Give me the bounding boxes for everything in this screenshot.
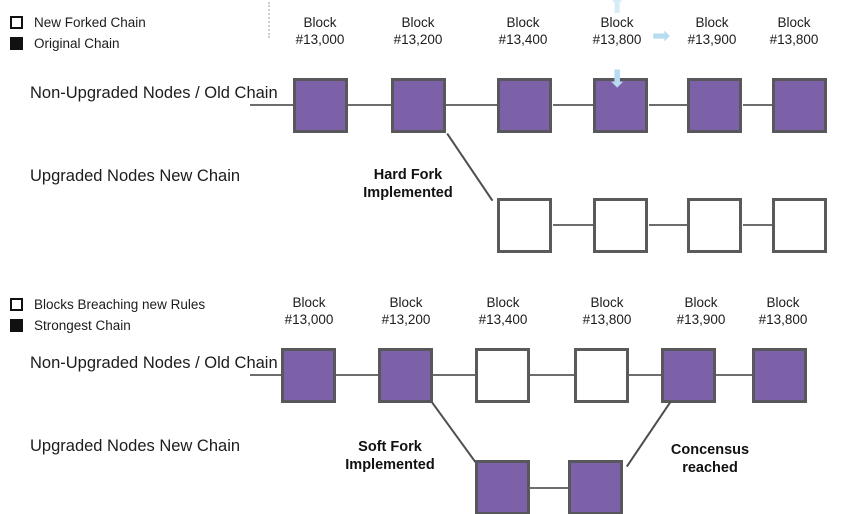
block-caption: Block #13,900 (687, 15, 737, 47)
connector (743, 104, 773, 106)
block-13000-old-softfork[interactable] (281, 348, 336, 403)
connector (716, 374, 752, 376)
row-label-non-upgraded-bottom: Non-Upgraded Nodes / Old Chain (30, 354, 278, 372)
block-13200-old-softfork[interactable] (378, 348, 433, 403)
hollow-square-icon (10, 298, 23, 311)
block-13400-breaching-softfork[interactable] (475, 348, 530, 403)
right-arrow-cursor: ➡ (652, 24, 671, 49)
connector (336, 374, 378, 376)
legend-label: Blocks Breaching new Rules (34, 297, 206, 312)
block-caption: Block #13,400 (478, 295, 528, 327)
block-13900-old-hardfork[interactable] (687, 78, 742, 133)
block-13800-old-hardfork[interactable] (593, 78, 648, 133)
block-13800b-old-hardfork[interactable] (772, 78, 827, 133)
block-caption: Block #13,000 (295, 15, 345, 47)
row-label-upgraded-bottom: Upgraded Nodes New Chain (30, 437, 241, 455)
legend-item-strongest-chain: Strongest Chain (10, 315, 205, 336)
legend-item-original-chain: Original Chain (10, 33, 146, 54)
block-caption: Block #13,800 (582, 295, 632, 327)
block-13800b-old-softfork[interactable] (752, 348, 807, 403)
block-caption: Block #13,200 (381, 295, 431, 327)
legend-label: Original Chain (34, 36, 120, 51)
soft-fork-annotation: Soft Fork Implemented (345, 439, 435, 473)
row-label-non-upgraded-top: Non-Upgraded Nodes / Old Chain (30, 84, 278, 102)
block-caption: Block #13,800 (592, 15, 642, 47)
softfork-new-block-1[interactable] (475, 460, 530, 514)
connector (743, 224, 773, 226)
block-caption: Block #13,900 (676, 295, 726, 327)
filled-square-icon (10, 319, 23, 332)
legend-label: New Forked Chain (34, 15, 146, 30)
block-caption: Block #13,800 (769, 15, 819, 47)
connector (348, 104, 391, 106)
forked-block-1[interactable] (497, 198, 552, 253)
connector (530, 374, 574, 376)
block-13800-breaching-softfork[interactable] (574, 348, 629, 403)
connector (553, 104, 594, 106)
soft-fork-legend: Blocks Breaching new Rules Strongest Cha… (10, 294, 205, 336)
block-13200-old-hardfork[interactable] (391, 78, 446, 133)
up-arrow-cursor: ⬆ (608, 0, 627, 19)
connector (250, 374, 281, 376)
consensus-annotation: Concensus reached (670, 442, 750, 476)
row-label-upgraded-top: Upgraded Nodes New Chain (30, 167, 241, 185)
connector (649, 104, 688, 106)
connector (433, 374, 475, 376)
dotted-divider-mark (268, 2, 270, 38)
block-13400-old-hardfork[interactable] (497, 78, 552, 133)
block-13000-old-hardfork[interactable] (293, 78, 348, 133)
hard-fork-legend: New Forked Chain Original Chain (10, 12, 146, 54)
legend-item-new-forked-chain: New Forked Chain (10, 12, 146, 33)
hollow-square-icon (10, 16, 23, 29)
connector (553, 224, 594, 226)
connector (530, 487, 574, 489)
connector (250, 104, 293, 106)
hard-fork-annotation: Hard Fork Implemented (363, 167, 453, 201)
block-caption: Block #13,200 (393, 15, 443, 47)
softfork-new-block-2[interactable] (568, 460, 623, 514)
forked-block-2[interactable] (593, 198, 648, 253)
block-caption: Block #13,800 (758, 295, 808, 327)
down-arrow-cursor: ⬇ (607, 65, 628, 93)
connector (649, 224, 688, 226)
filled-square-icon (10, 37, 23, 50)
legend-item-blocks-breaching-rules: Blocks Breaching new Rules (10, 294, 205, 315)
block-13900-old-softfork[interactable] (661, 348, 716, 403)
block-caption: Block #13,400 (498, 15, 548, 47)
forked-block-4[interactable] (772, 198, 827, 253)
legend-label: Strongest Chain (34, 318, 131, 333)
block-caption: Block #13,000 (284, 295, 334, 327)
forked-block-3[interactable] (687, 198, 742, 253)
connector (629, 374, 661, 376)
connector (446, 104, 498, 106)
